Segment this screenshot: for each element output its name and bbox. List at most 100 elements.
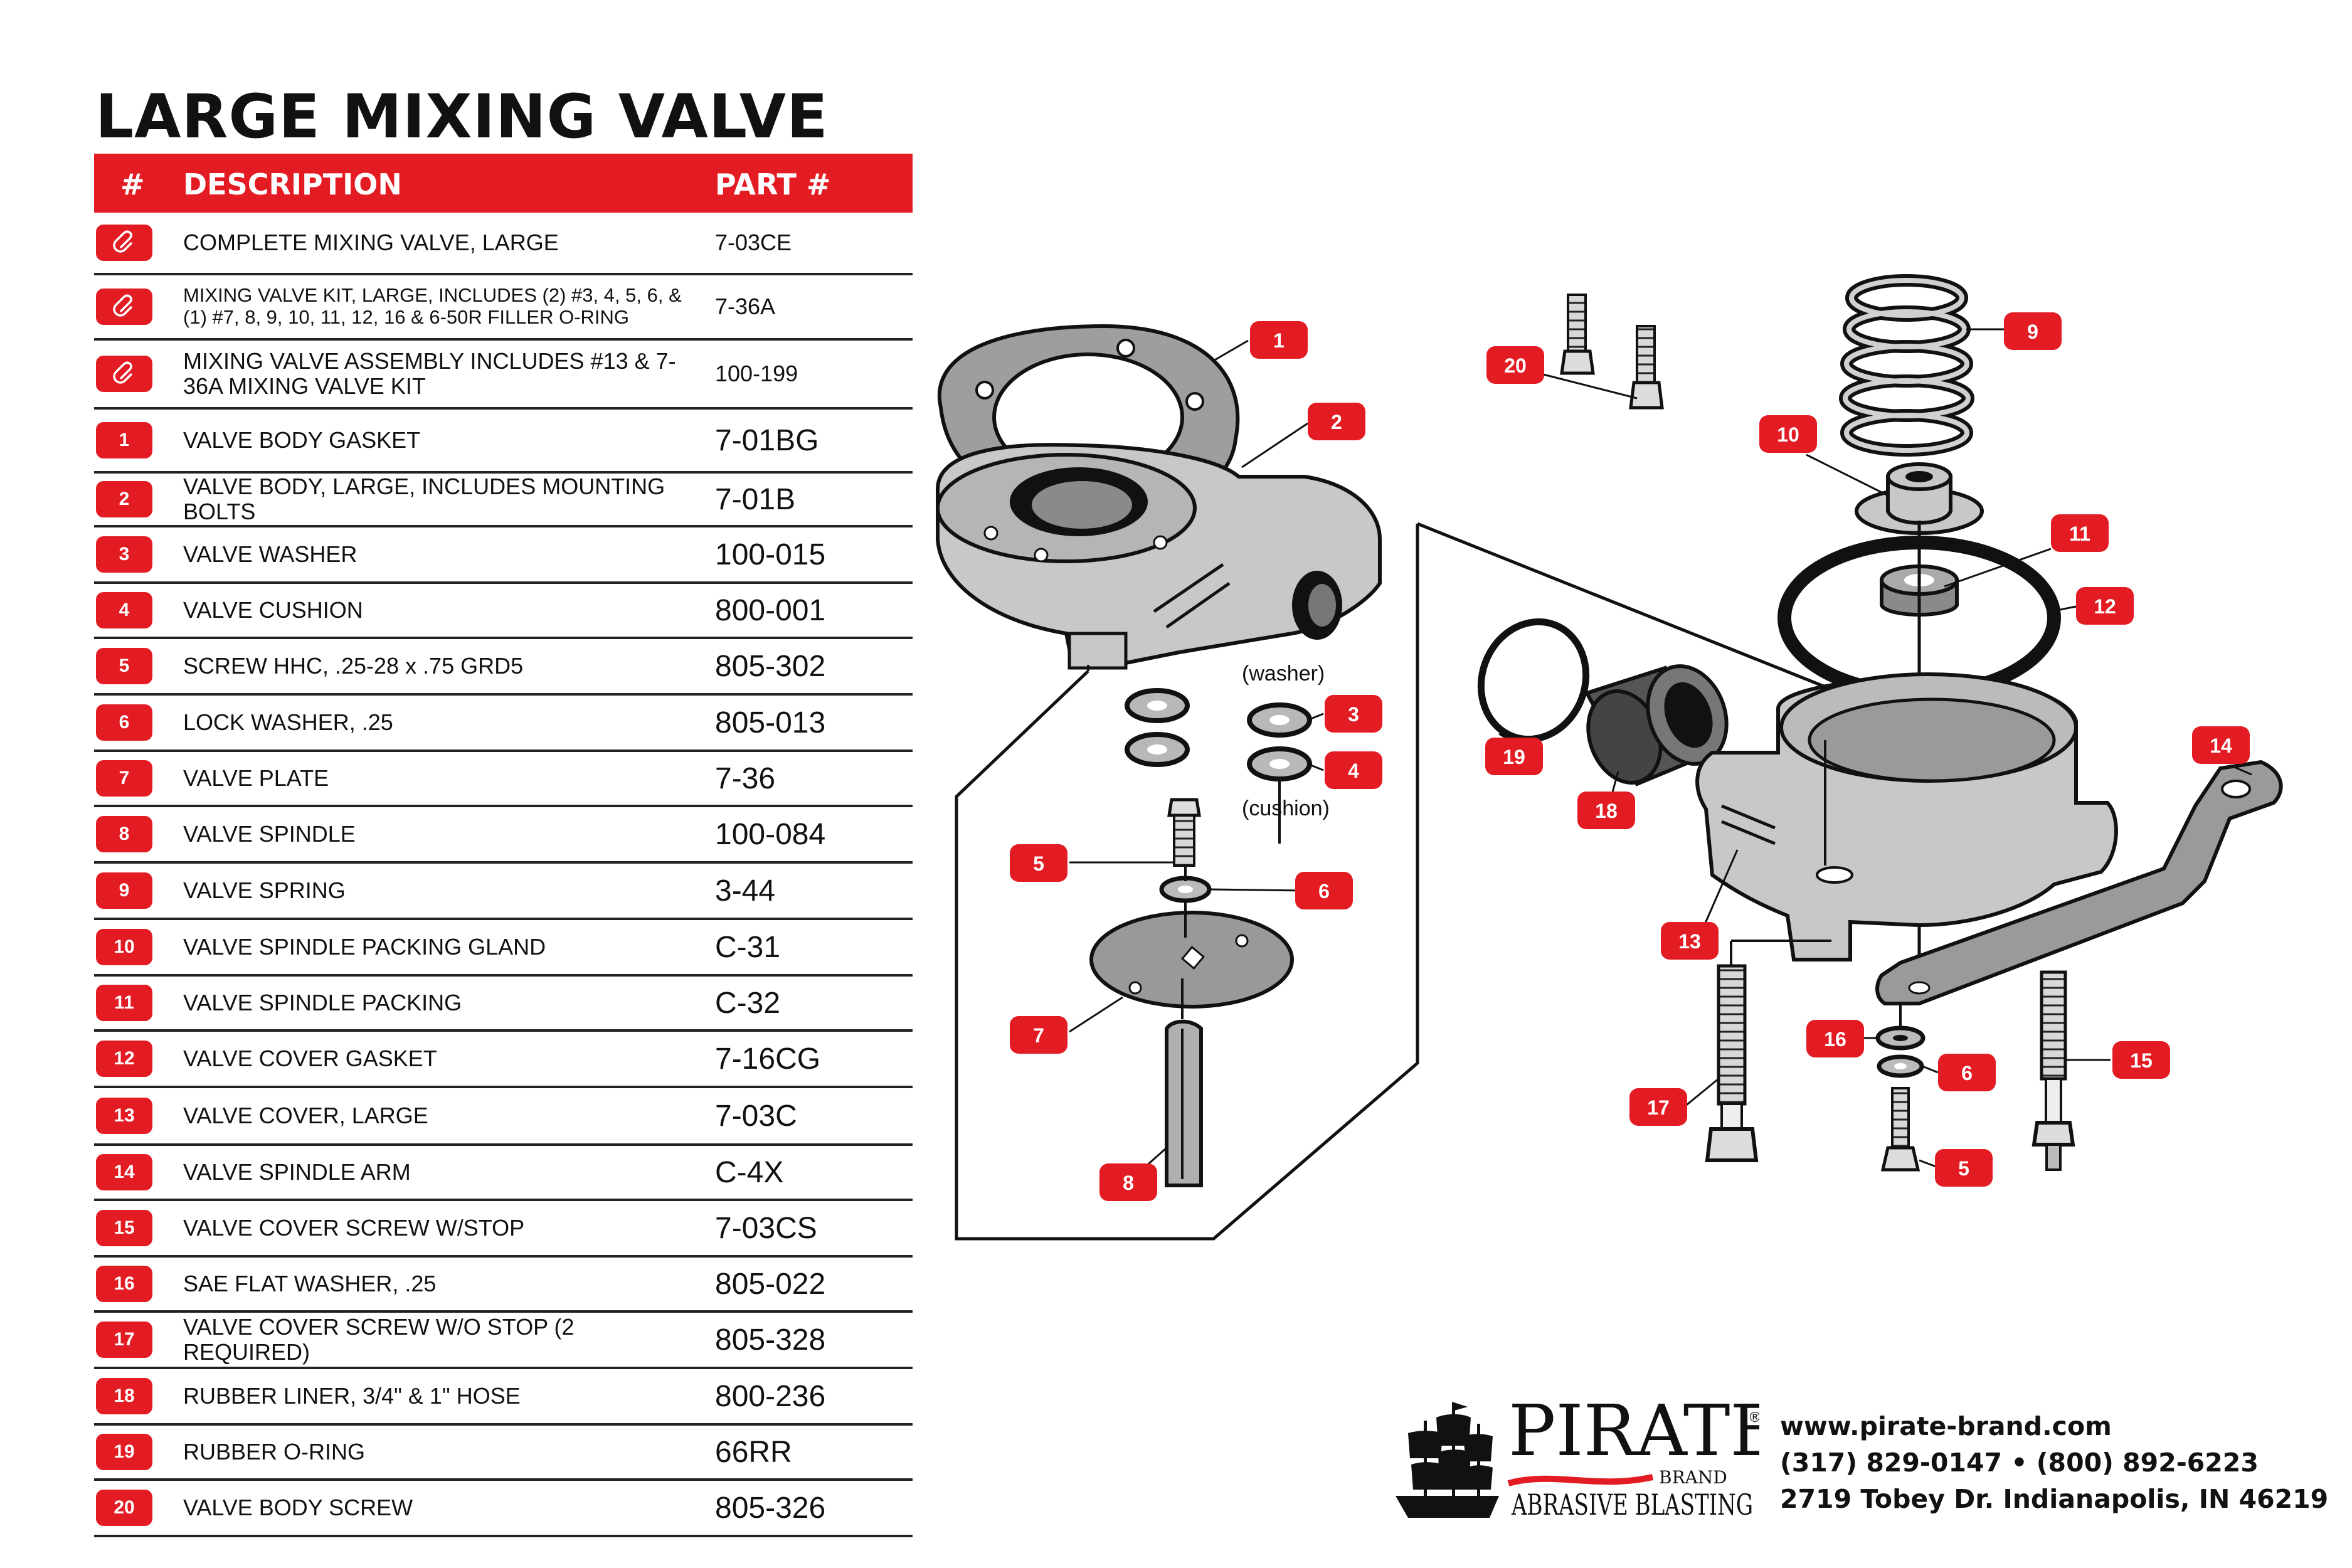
callout-11: 11 — [2051, 514, 2109, 552]
callout-6-right: 6 — [1938, 1054, 1996, 1091]
callout-14: 14 — [2192, 726, 2250, 764]
item-number-badge: 18 — [96, 1378, 152, 1414]
contact-info: www.pirate-brand.com (317) 829-0147 • (8… — [1780, 1408, 2328, 1517]
svg-text:2: 2 — [1331, 411, 1342, 433]
item-description: VALVE CUSHION — [183, 596, 363, 623]
item-description: VALVE SPRING — [183, 877, 346, 903]
guide-lines — [1087, 665, 1902, 1029]
brand-name: PIRATE — [1508, 1391, 1759, 1472]
svg-text:6: 6 — [1318, 880, 1330, 903]
svg-text:6: 6 — [1961, 1062, 1973, 1084]
callout-9: 9 — [2004, 312, 2062, 350]
svg-text:9: 9 — [2027, 320, 2038, 343]
svg-text:7: 7 — [1033, 1024, 1044, 1047]
table-row: 4 VALVE CUSHION 800-001 — [94, 584, 913, 639]
item-part-number: 7-01BG — [715, 423, 819, 457]
page-title: LARGE MIXING VALVE — [95, 82, 829, 152]
callout-5: 5 — [1010, 844, 1067, 882]
item-part-number: 3-44 — [715, 874, 776, 908]
table-row: 6 LOCK WASHER, .25 805-013 — [94, 696, 913, 752]
item-description: VALVE COVER SCREW W/O STOP (2 REQUIRED) — [183, 1313, 575, 1365]
item-number-badge: 8 — [96, 816, 152, 852]
svg-text:3: 3 — [1348, 703, 1359, 726]
table-row: MIXING VALVE ASSEMBLY INCLUDES #13 & 7-3… — [94, 341, 913, 410]
item-part-number: 800-236 — [715, 1379, 826, 1413]
svg-text:15: 15 — [2130, 1049, 2153, 1072]
item-part-number: 805-022 — [715, 1267, 826, 1301]
svg-text:13: 13 — [1678, 930, 1701, 953]
valve-spring — [1839, 274, 1974, 457]
callout-13: 13 — [1661, 922, 1719, 960]
item-part-number: 7-16CG — [715, 1042, 821, 1076]
valve-body — [936, 443, 1382, 670]
svg-text:5: 5 — [1033, 852, 1044, 875]
item-description: VALVE WASHER — [183, 541, 358, 567]
valve-cover — [1695, 672, 2118, 961]
svg-text:19: 19 — [1503, 746, 1525, 768]
rubber-o-ring — [1477, 618, 1590, 743]
item-part-number: 805-013 — [715, 706, 826, 739]
item-part-number: 7-36A — [715, 294, 776, 319]
brand-reg-mark: ® — [1748, 1410, 1759, 1426]
item-description: MIXING VALVE ASSEMBLY INCLUDES #13 & 7-3… — [183, 347, 676, 399]
flat-washer-right — [1875, 1025, 1926, 1051]
paperclip-icon — [96, 289, 152, 325]
item-description: VALVE COVER, LARGE — [183, 1102, 428, 1128]
item-description: SAE FLAT WASHER, .25 — [183, 1270, 437, 1296]
washer-label: (washer) — [1242, 662, 1325, 686]
item-number-badge: 12 — [96, 1041, 152, 1077]
item-description: VALVE COVER SCREW W/STOP — [183, 1214, 525, 1241]
svg-text:8: 8 — [1123, 1172, 1134, 1194]
item-description: VALVE SPINDLE PACKING GLAND — [183, 933, 546, 960]
valve-spring-inner — [1843, 278, 1971, 453]
cushion-label: (cushion) — [1242, 797, 1330, 820]
svg-text:10: 10 — [1777, 423, 1799, 446]
item-number-badge: 11 — [96, 985, 152, 1021]
valve-body-screws — [1560, 294, 1664, 410]
item-number-badge: 17 — [96, 1322, 152, 1358]
lock-washer — [1159, 876, 1212, 903]
item-number-badge: 4 — [96, 592, 152, 628]
item-number-badge: 20 — [96, 1490, 152, 1526]
item-description: LOCK WASHER, .25 — [183, 709, 393, 735]
callout-6: 6 — [1295, 872, 1353, 909]
svg-text:11: 11 — [2069, 522, 2090, 545]
item-number-badge: 6 — [96, 704, 152, 741]
pirate-brand-logo: PIRATE ® BRAND ABRASIVE BLASTING — [1396, 1391, 1759, 1522]
item-description: VALVE COVER GASKET — [183, 1045, 437, 1071]
item-part-number: 800-001 — [715, 593, 826, 627]
parts-table: # DESCRIPTION PART # COMPLETE MIXING VAL… — [94, 154, 913, 1537]
item-description: VALVE BODY SCREW — [183, 1494, 413, 1520]
item-number-badge: 5 — [96, 648, 152, 684]
item-number-badge: 7 — [96, 760, 152, 797]
table-row: 2 VALVE BODY, LARGE, INCLUDES MOUNTING BO… — [94, 474, 913, 527]
website-link[interactable]: www.pirate-brand.com — [1780, 1411, 2112, 1441]
phone-numbers: (317) 829-0147 • (800) 892-6223 — [1780, 1448, 2259, 1478]
item-number-badge: 9 — [96, 872, 152, 909]
svg-text:18: 18 — [1595, 800, 1618, 822]
item-description: VALVE SPINDLE PACKING — [183, 989, 462, 1015]
item-part-number: 7-36 — [715, 761, 776, 795]
table-header: # DESCRIPTION PART # — [94, 154, 913, 213]
item-part-number: 66RR — [715, 1435, 792, 1469]
item-part-number: 805-326 — [715, 1491, 826, 1525]
header-num: # — [120, 167, 145, 201]
svg-text:14: 14 — [2210, 734, 2232, 757]
item-description: MIXING VALVE KIT, LARGE, INCLUDES (2) #3… — [183, 284, 682, 328]
table-row: 12 VALVE COVER GASKET 7-16CG — [94, 1032, 913, 1088]
item-number-badge: 2 — [96, 481, 152, 517]
item-description: VALVE BODY, LARGE, INCLUDES MOUNTING BOL… — [183, 473, 665, 524]
paperclip-icon — [96, 356, 152, 392]
rubber-liner — [1584, 664, 1729, 787]
item-part-number: 100-084 — [715, 817, 826, 851]
table-row: 9 VALVE SPRING 3-44 — [94, 864, 913, 920]
item-number-badge: 1 — [96, 422, 152, 458]
